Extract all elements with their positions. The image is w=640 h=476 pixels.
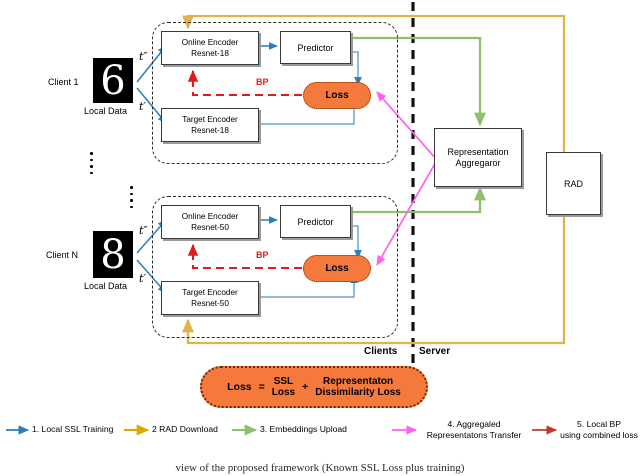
online-encoder-model: Resnet-18: [191, 49, 229, 58]
target-encoder-model: Resnet-18: [191, 126, 229, 135]
equation-term-ssl: SSL Loss: [272, 376, 295, 399]
client-1-aug-top-label: t″: [139, 50, 148, 63]
clients-ellipsis-2: [130, 186, 133, 208]
legend-item-5-label: 5. Local BP using combined loss: [560, 419, 638, 440]
client-1-predictor[interactable]: Predictor: [280, 31, 351, 64]
equation-repr-bottom: Dissimilarity Loss: [315, 387, 401, 398]
digit-glyph: 8: [100, 231, 126, 278]
target-encoder-title: Target Encoder: [182, 115, 238, 124]
equation-ssl-top: SSL: [273, 375, 294, 387]
equation-term-repr: Representaton Dissimilarity Loss: [315, 376, 401, 399]
client-n-label: Client N: [46, 250, 79, 260]
embeddings-upload-c2: [349, 186, 486, 214]
legend-item-4-line2: Representatons Transfer: [426, 429, 522, 440]
online-encoder-model: Resnet-50: [191, 223, 229, 232]
client-n-target-encoder[interactable]: Target Encoder Resnet-50: [161, 281, 259, 315]
server-side-label: Server: [419, 346, 451, 357]
bp-arrow-c1: [187, 69, 302, 96]
client-n-loss[interactable]: Loss: [303, 255, 371, 282]
client-1-boundary: [152, 22, 398, 164]
client-1-label: Client 1: [48, 77, 79, 87]
legend-item-4: 4. Aggregaled Representatons Transfer: [420, 419, 528, 440]
client-1-loss[interactable]: Loss: [303, 82, 371, 109]
legend-item-4-line1: 4. Aggregaled: [447, 419, 501, 429]
client-1-online-encoder[interactable]: Online Encoder Resnet-18: [161, 31, 259, 65]
client-1-local-data-image: 6: [93, 58, 133, 103]
client-n-aug-top-label: t″: [139, 224, 148, 237]
legend-item-5-line1: 5. Local BP: [577, 419, 621, 429]
aggregator-line1: Representation: [447, 146, 509, 157]
client-1-bp-label: BP: [256, 77, 269, 87]
digit-glyph: 6: [100, 57, 126, 104]
embeddings-upload-c1: [349, 36, 486, 127]
equation-plus: +: [302, 381, 309, 393]
agg-transfer-c1: [376, 91, 438, 161]
legend-item-4-label: 4. Aggregaled Representatons Transfer: [427, 419, 522, 440]
legend-item-2-label: 2 RAD Download: [152, 424, 218, 434]
rad-box[interactable]: RAD: [546, 152, 601, 215]
client-1-aug-bottom-label: t′: [139, 100, 146, 113]
legend-item-1-label: 1. Local SSL Training: [32, 424, 114, 434]
loss-label: Loss: [325, 263, 349, 274]
target-encoder-model: Resnet-50: [191, 299, 229, 308]
legend-item-1: 1. Local SSL Training: [32, 424, 113, 435]
legend-item-3-label: 3. Embeddings Upload: [260, 424, 347, 434]
loss-label: Loss: [325, 90, 349, 101]
client-n-online-encoder[interactable]: Online Encoder Resnet-50: [161, 205, 259, 239]
client-n-bp-label: BP: [256, 250, 269, 260]
loss-equation: Loss = SSL Loss + Representaton Dissimil…: [200, 366, 428, 408]
legend: 1. Local SSL Training 2 RAD Download 3. …: [0, 418, 640, 458]
representation-aggregator[interactable]: Representation Aggregaror: [434, 128, 522, 187]
equation-ssl-bottom: Loss: [271, 387, 296, 398]
clients-ellipsis: [90, 152, 93, 174]
client-1-local-data-label: Local Data: [84, 106, 128, 116]
client-n-local-data-image: 8: [93, 231, 133, 278]
equation-repr-top: Representaton: [323, 375, 394, 387]
aggregator-line2: Aggregaror: [455, 157, 501, 168]
online-encoder-title: Online Encoder: [181, 212, 239, 221]
agg-transfer-c2: [376, 159, 438, 266]
target-to-loss-c2: [258, 274, 358, 298]
predictor-label: Predictor: [297, 216, 334, 227]
bp-arrow-c2: [187, 243, 302, 269]
legend-item-2: 2 RAD Download: [152, 424, 218, 435]
client-n-boundary: [152, 196, 398, 338]
equation-lhs: Loss: [227, 381, 252, 393]
predictor-label: Predictor: [297, 42, 334, 53]
client-n-local-data-label: Local Data: [84, 281, 128, 291]
legend-arrows: [6, 424, 558, 436]
predictor-to-loss-c1: [349, 51, 362, 86]
rad-label: RAD: [563, 178, 583, 189]
legend-item-5: 5. Local BP using combined loss: [558, 419, 640, 440]
legend-item-3: 3. Embeddings Upload: [260, 424, 347, 435]
online-encoder-title: Online Encoder: [181, 38, 239, 47]
target-encoder-title: Target Encoder: [182, 288, 238, 297]
client-n-predictor[interactable]: Predictor: [280, 205, 351, 238]
equation-equals: =: [258, 381, 265, 393]
figure-caption: view of the proposed framework (Known SS…: [175, 462, 465, 474]
client-n-aug-bottom-label: t′: [139, 272, 146, 285]
clients-side-label: Clients: [364, 346, 398, 357]
legend-item-5-line2: using combined loss: [560, 429, 638, 440]
rad-download-bottom: [182, 213, 566, 345]
predictor-to-loss-c2: [349, 225, 362, 259]
client-1-target-encoder[interactable]: Target Encoder Resnet-18: [161, 108, 259, 142]
